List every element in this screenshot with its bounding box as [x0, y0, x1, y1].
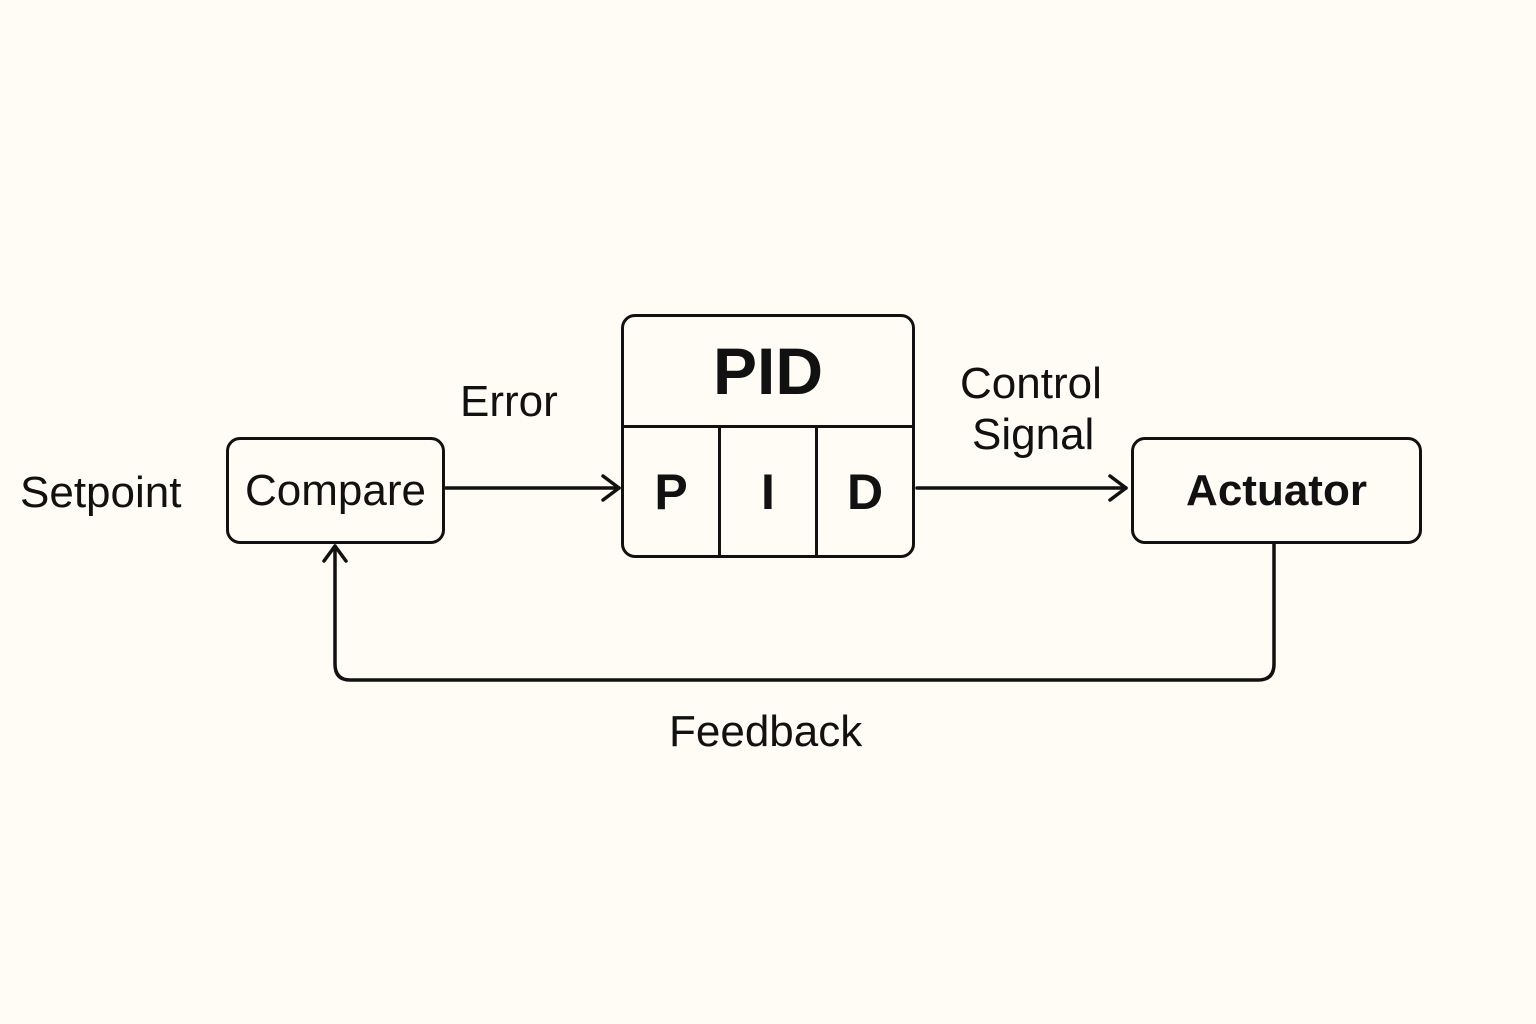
control-signal-label-line2: Signal	[972, 410, 1095, 459]
error-label: Error	[460, 377, 558, 426]
pid-title: PID	[712, 334, 824, 408]
pid-term-p: P	[654, 463, 688, 520]
control-signal-arrowhead	[1108, 474, 1128, 502]
feedback-arrowhead	[322, 544, 348, 563]
compare-label: Compare	[245, 465, 426, 515]
error-arrowhead	[601, 474, 621, 502]
pid-controller-block: PID P I D	[621, 314, 915, 558]
feedback-loop-line	[333, 542, 1276, 682]
control-signal-label-line1: Control	[960, 359, 1102, 408]
pid-header: PID	[624, 317, 912, 428]
pid-terms: P I D	[624, 428, 912, 555]
actuator-block: Actuator	[1131, 437, 1422, 544]
pid-term-i: I	[718, 428, 815, 555]
actuator-label: Actuator	[1186, 465, 1367, 515]
feedback-label: Feedback	[669, 707, 863, 756]
pid-term-d: D	[815, 428, 912, 555]
compare-block: Compare	[226, 437, 445, 544]
setpoint-label: Setpoint	[20, 468, 182, 517]
